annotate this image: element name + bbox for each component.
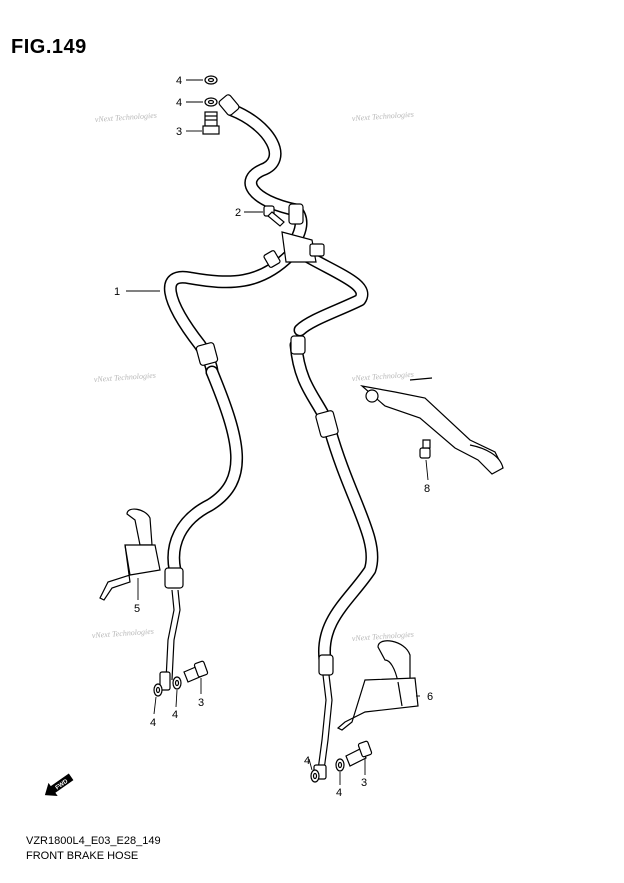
callout-11: 6	[427, 691, 433, 703]
callout-8: 4	[150, 717, 156, 729]
brake-hose-assembly	[163, 103, 379, 667]
watermark-1: vNext Technologies	[95, 111, 158, 124]
callout-14: 3	[361, 777, 367, 789]
callout-3: 3	[176, 126, 182, 138]
watermark-4: vNext Technologies	[352, 370, 415, 383]
callout-5: 1	[114, 286, 120, 298]
fwd-arrow-icon: FWD	[44, 773, 74, 796]
watermark-3: vNext Technologies	[94, 371, 157, 384]
watermark-2: vNext Technologies	[352, 110, 415, 123]
lower-right-union-parts	[310, 740, 373, 783]
callout-7: 5	[134, 603, 140, 615]
clip-bracket-7	[359, 377, 504, 475]
model-code: VZR1800L4_E03_E28_149	[26, 835, 161, 847]
watermark-6: vNext Technologies	[352, 630, 415, 643]
bolt-item-2	[263, 205, 285, 227]
callout-1: 4	[176, 75, 182, 87]
callout-12: 4	[304, 755, 310, 767]
callout-4: 2	[235, 207, 241, 219]
banjo-bolt-lower-right	[345, 740, 373, 767]
diagram-title: FRONT BRAKE HOSE	[26, 850, 139, 862]
callout-10: 3	[198, 697, 204, 709]
clamp-bracket-5	[99, 508, 161, 601]
metal-lines	[165, 589, 333, 771]
banjo-bolt-lower-left	[183, 660, 209, 683]
lower-left-union-parts	[153, 660, 209, 697]
bolt-item-8	[419, 439, 431, 459]
hose-fittings	[159, 94, 339, 780]
watermarks: vNext Technologies vNext Technologies vN…	[92, 110, 415, 643]
callout-9: 4	[172, 709, 178, 721]
top-union-parts	[202, 75, 220, 135]
leader-lines	[126, 79, 429, 785]
callout-labels: 4 4 3 2 1 8 5 4 4 3 6 4 4 3	[114, 75, 433, 799]
callout-13: 4	[336, 787, 342, 799]
banjo-bolt-top	[202, 111, 220, 135]
hose-splitter	[263, 231, 325, 268]
figure-title: FIG.149	[11, 36, 87, 58]
callout-2: 4	[176, 97, 182, 109]
clamp-bracket-6	[336, 640, 419, 731]
callout-6: 8	[424, 483, 430, 495]
watermark-5: vNext Technologies	[92, 627, 155, 640]
